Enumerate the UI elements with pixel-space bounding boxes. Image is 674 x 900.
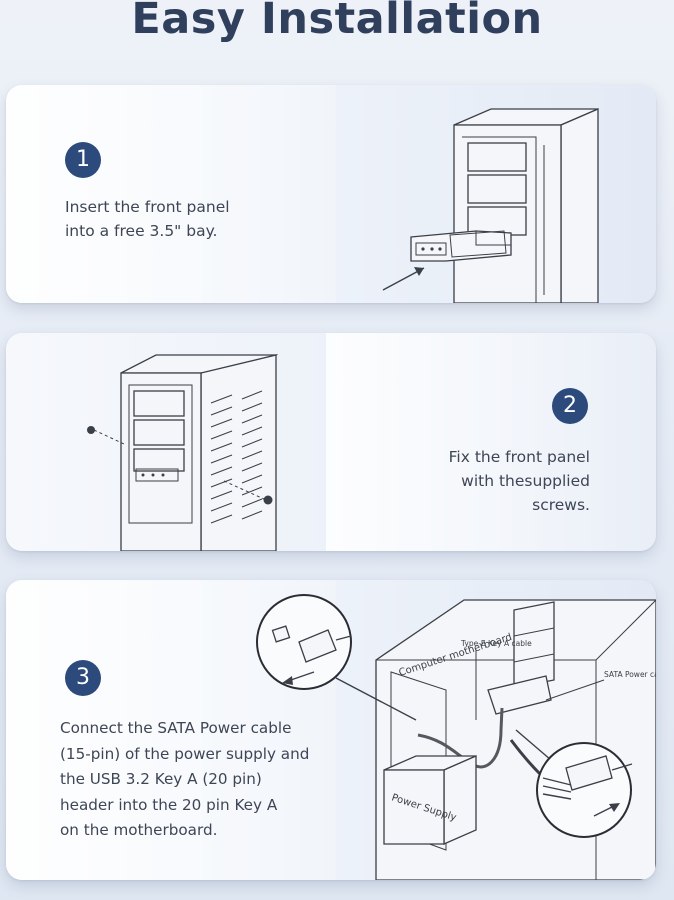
pc-tower-insert-illustration [382, 108, 599, 303]
step-1-card: 1 Insert the front panel into a free 3.5… [6, 85, 656, 303]
cable-label: Type-E Key A cable [460, 639, 532, 648]
step-1-badge: 1 [65, 142, 101, 178]
step-3-badge: 3 [65, 660, 101, 696]
step-2-card: 2 Fix the front panel with thesupplied s… [6, 333, 656, 551]
step-3-text: Connect the SATA Power cable (15-pin) of… [60, 719, 310, 839]
step-1-text: Insert the front panel into a free 3.5" … [65, 198, 230, 240]
pc-tower-screws-illustration [87, 354, 279, 551]
step-2-badge: 2 [552, 388, 588, 424]
sata-label: SATA Power cable [604, 670, 656, 679]
internal-connection-diagram: Computer motherboard Type-E Key A cable … [256, 594, 656, 880]
step-2-text: Fix the front panel with thesupplied scr… [448, 448, 590, 514]
page-title: Easy Installation [131, 0, 543, 44]
step-3-card: 3 Connect the SATA Power cable (15-pin) … [6, 580, 656, 880]
